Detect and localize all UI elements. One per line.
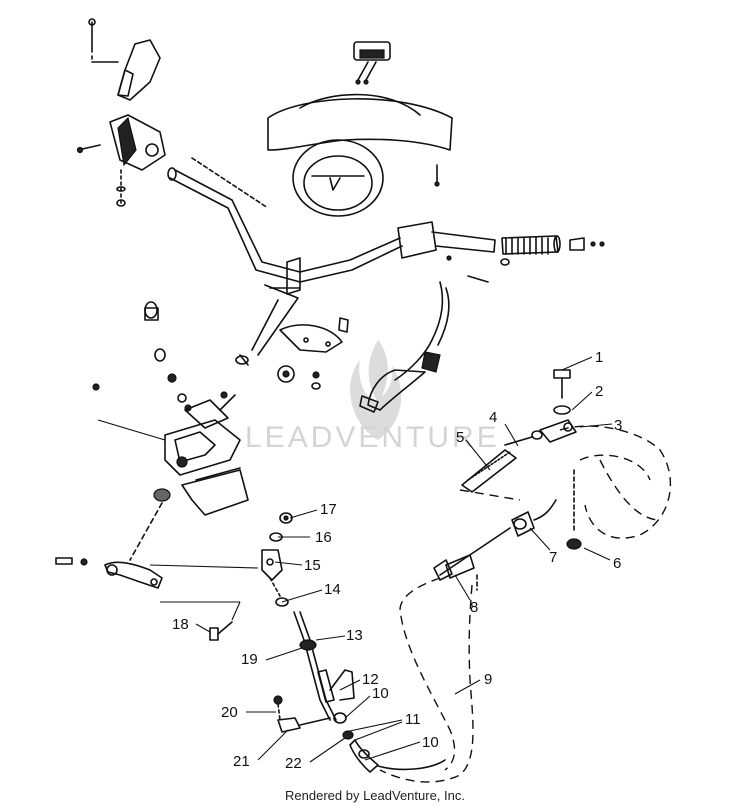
callout-leaders [195, 356, 613, 763]
handlebar [167, 157, 605, 295]
shift-cable-lower [273, 611, 446, 773]
callout-4: 4 [489, 409, 497, 426]
callout-2: 2 [595, 383, 603, 400]
throttle-housing [92, 301, 249, 561]
callout-19: 19 [241, 651, 258, 668]
callout-15: 15 [304, 557, 321, 574]
stop-switch-tether [359, 281, 450, 413]
leadventure-watermark: LEADVENTURE [245, 340, 500, 454]
callout-18: 18 [172, 616, 189, 633]
callout-8: 8 [470, 599, 478, 616]
callout-10-lower: 10 [422, 734, 439, 751]
shift-linkage-right [433, 369, 672, 591]
lever-arm [55, 557, 259, 621]
callout-20: 20 [221, 704, 238, 721]
callout-21: 21 [233, 753, 250, 770]
shift-cable-route [379, 577, 474, 783]
callout-13: 13 [346, 627, 363, 644]
callout-7: 7 [549, 549, 557, 566]
bolt-18 [209, 621, 233, 641]
callout-3: 3 [614, 417, 622, 434]
callout-10-upper: 10 [372, 685, 389, 702]
callout-14: 14 [324, 581, 341, 598]
callout-6: 6 [613, 555, 621, 572]
callout-16: 16 [315, 529, 332, 546]
headlight-pod [267, 41, 453, 217]
handlebar-clamp-assembly [76, 18, 166, 207]
watermark-text: LEADVENTURE [245, 421, 500, 454]
linkage-parts [261, 512, 293, 607]
steering-post [235, 284, 349, 390]
callout-17: 17 [320, 501, 337, 518]
callout-labels: 1 2 3 4 5 6 7 8 9 10 10 11 12 13 14 15 1… [172, 349, 622, 772]
callout-22: 22 [285, 755, 302, 772]
callout-5: 5 [456, 429, 464, 446]
callout-1: 1 [595, 349, 603, 366]
callout-11: 11 [405, 711, 421, 728]
footer-credit: Rendered by LeadVenture, Inc. [285, 788, 465, 803]
callout-12: 12 [362, 671, 379, 688]
callout-9: 9 [484, 671, 492, 688]
